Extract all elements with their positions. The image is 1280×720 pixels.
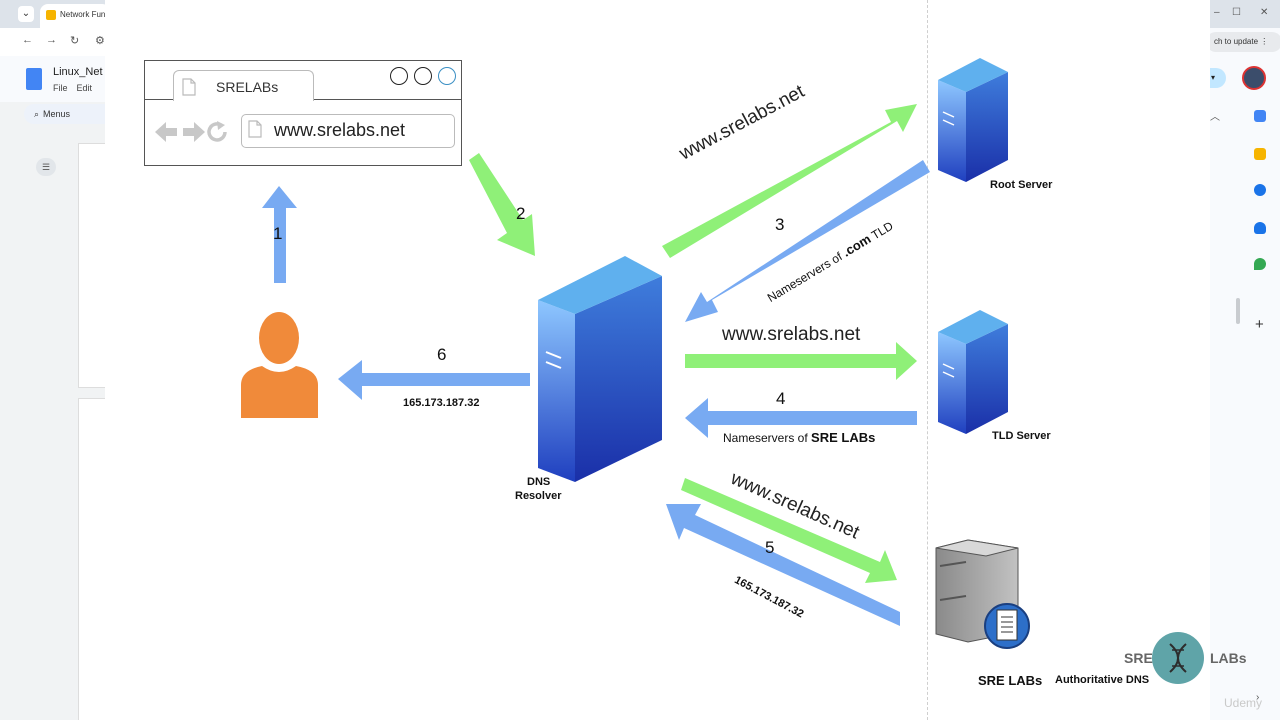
client-ip-label: 165.173.187.32 <box>403 397 480 409</box>
doc-title[interactable]: Linux_Net <box>53 66 103 78</box>
tasks-icon[interactable] <box>1254 184 1266 196</box>
tab-search-icon[interactable]: ⌄ <box>18 6 34 22</box>
browser-tab: SRELABs <box>173 70 314 101</box>
reply-tld-prefix: Nameservers of <box>723 431 812 445</box>
doc-header: Linux_Net File Edit <box>0 56 105 102</box>
step-1-label: 1 <box>273 224 283 243</box>
background-editor-window: ⌄ Network Fun ← → ↻ ⚙ Linux_Net File Edit… <box>0 0 105 720</box>
sre-labs-logo: SRE LABs <box>1120 632 1247 686</box>
step-2-label: 2 <box>516 204 526 223</box>
close-icon[interactable]: ✕ <box>1260 7 1269 18</box>
doc-menubar: File Edit <box>53 83 101 93</box>
background-window-right: – ☐ ✕ ch to update ⋮ ▾ ︿ + › <box>1210 0 1280 720</box>
browser-topbar: SRELABs <box>145 61 461 101</box>
back-arrow-icon <box>155 122 177 142</box>
add-addon-icon[interactable]: + <box>1255 316 1264 333</box>
arrow-1-up <box>262 186 297 283</box>
reply-tld-bold: SRE LABs <box>811 430 876 445</box>
address-bar: www.srelabs.net <box>241 114 455 148</box>
page-icon <box>182 78 196 96</box>
forward-icon[interactable]: → <box>46 34 57 46</box>
arrow-4-reply-tld <box>685 398 917 438</box>
update-label: ch to update <box>1214 37 1259 46</box>
reload-icon <box>207 121 227 142</box>
reload-icon[interactable]: ↻ <box>70 35 80 47</box>
step-5-label: 5 <box>765 538 775 557</box>
tld-server-icon <box>938 310 1008 434</box>
background-navrow: ← → ↻ ⚙ <box>0 28 105 56</box>
forward-arrow-icon <box>183 122 205 142</box>
address-bar-url: www.srelabs.net <box>274 120 406 140</box>
zone-divider <box>927 0 928 720</box>
root-server-icon <box>938 58 1008 182</box>
step-3-label: 3 <box>775 215 785 234</box>
menu-edit[interactable]: Edit <box>76 83 93 93</box>
keep-icon[interactable] <box>1254 148 1266 160</box>
slides-icon <box>46 9 56 20</box>
page-icon <box>248 120 262 138</box>
dna-logo-icon <box>1152 632 1204 684</box>
chevron-right-icon[interactable]: › <box>1256 692 1260 703</box>
menus-label: Menus <box>43 109 71 119</box>
auth-dns-label: Authoritative DNS <box>1055 674 1150 686</box>
arrow-4-query-tld <box>685 342 917 380</box>
window-controls: – ☐ ✕ <box>1210 0 1280 28</box>
window-circle-icon <box>438 67 456 85</box>
step-6-label: 6 <box>437 345 447 364</box>
authoritative-dns-server-icon <box>935 539 1030 649</box>
resolver-line1: DNS <box>527 476 551 488</box>
dns-resolver-label: DNS <box>527 476 550 488</box>
outline-icon[interactable]: ☰ <box>36 158 56 176</box>
root-server-label: Root Server <box>990 179 1053 191</box>
scrollbar[interactable] <box>1236 298 1240 324</box>
doc-page <box>78 143 105 388</box>
dns-resolver-label-line2: Resolver <box>515 490 562 502</box>
doc-page <box>78 398 105 720</box>
maximize-icon[interactable]: ☐ <box>1232 7 1241 18</box>
avatar[interactable] <box>1242 66 1266 90</box>
back-icon[interactable]: ← <box>22 34 33 46</box>
reply-tld-label: Nameservers of SRE LABs <box>723 430 875 445</box>
auth-company-label: SRE LABs <box>978 673 1043 688</box>
window-circle-icon <box>414 67 432 85</box>
calendar-icon[interactable] <box>1254 110 1266 122</box>
browser-nav-icons <box>155 121 227 142</box>
background-tab-title: Network Fun <box>60 10 105 19</box>
minimize-icon[interactable]: – <box>1214 7 1220 18</box>
browser-tab-label: SRELABs <box>216 79 279 95</box>
background-tab[interactable]: Network Fun <box>40 4 105 28</box>
site-info-icon[interactable]: ⚙ <box>95 35 105 47</box>
arrow-6-resolver-to-client <box>338 360 530 400</box>
background-tabbar: ⌄ Network Fun <box>0 0 105 28</box>
contacts-icon[interactable] <box>1254 222 1266 234</box>
arrow-2-browser-to-resolver <box>469 153 535 256</box>
window-circle-icon <box>390 67 408 85</box>
chevron-up-icon[interactable]: ︿ <box>1210 112 1220 123</box>
udemy-watermark: Udemy <box>1224 696 1263 710</box>
maps-icon[interactable] <box>1254 258 1266 270</box>
share-dropdown[interactable]: ▾ <box>1210 68 1226 88</box>
arrow-3-reply-root <box>685 160 930 322</box>
arrow-5-query-auth <box>681 478 897 583</box>
arrow-3-query-root <box>662 104 917 258</box>
step-4-label: 4 <box>776 389 786 408</box>
browser-mockup: SRELABs www.srelabs.net <box>144 60 462 166</box>
arrow-5-reply-auth <box>666 504 900 626</box>
docs-icon[interactable] <box>26 68 42 90</box>
menu-file[interactable]: File <box>53 83 68 93</box>
user-icon <box>241 312 318 418</box>
update-button[interactable]: ch to update ⋮ <box>1210 32 1280 52</box>
brand-right-text: LABs <box>1210 650 1247 666</box>
query-tld-label: www.srelabs.net <box>722 324 861 345</box>
search-icon: ⌕ <box>34 109 40 119</box>
dns-resolver-server-icon <box>538 256 662 482</box>
menus-search[interactable]: ⌕Menus <box>24 104 105 124</box>
brand-left-text: SRE <box>1124 650 1153 666</box>
tld-server-label: TLD Server <box>992 430 1051 442</box>
